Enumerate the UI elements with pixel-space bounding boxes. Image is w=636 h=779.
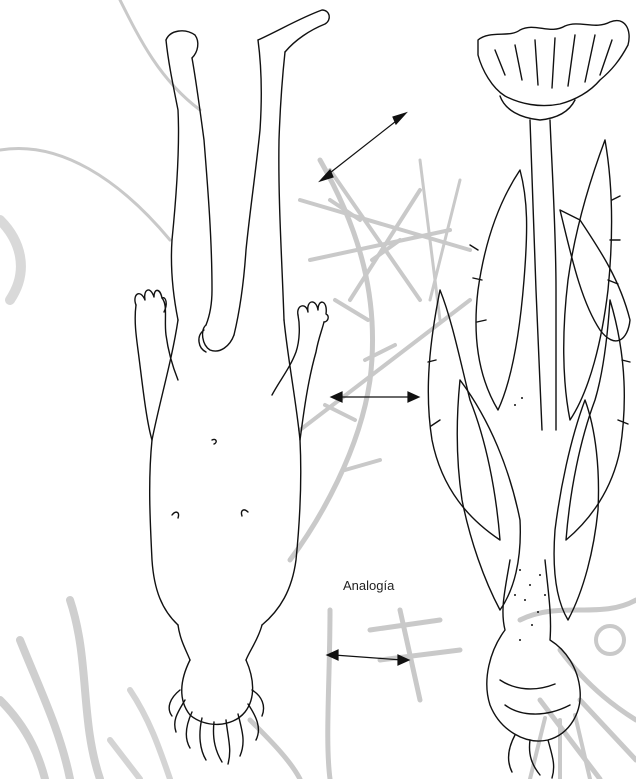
double-arrow-top bbox=[320, 113, 406, 181]
mandrake-plant bbox=[428, 21, 630, 778]
double-arrow-middle bbox=[331, 392, 419, 402]
inverted-human-figure bbox=[135, 10, 329, 764]
analogy-caption: Analogía bbox=[343, 578, 394, 593]
